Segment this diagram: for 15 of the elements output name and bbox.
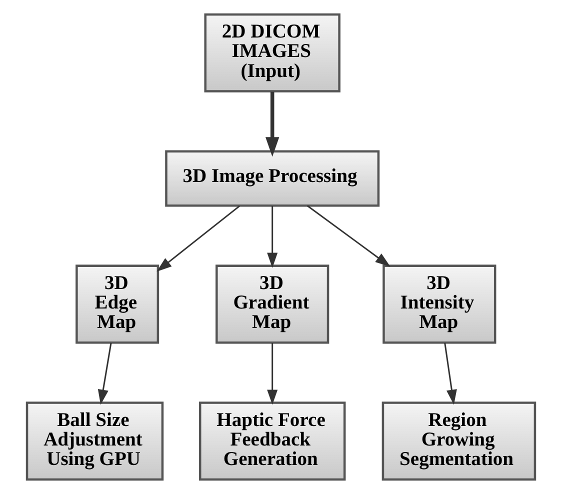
node-box: Region Growing Segmentation	[381, 402, 536, 481]
arrow	[266, 206, 278, 268]
arrow	[156, 205, 240, 272]
node-box: 3D Gradient Map	[215, 264, 329, 344]
node-box: Haptic Force Feedback Generation	[198, 402, 346, 481]
node-box: Ball Size Adjustment Using GPU	[25, 402, 164, 481]
node-box: 2D DICOM IMAGES (Input)	[204, 13, 340, 92]
arrow	[444, 342, 456, 405]
arrow	[264, 92, 279, 157]
node-box: 3D Intensity Map	[382, 264, 496, 344]
arrow	[97, 342, 112, 405]
node-box: 3D Edge Map	[75, 264, 159, 344]
node-box: 3D Image Processing	[164, 150, 380, 207]
arrow	[306, 205, 390, 267]
arrow	[266, 343, 278, 405]
